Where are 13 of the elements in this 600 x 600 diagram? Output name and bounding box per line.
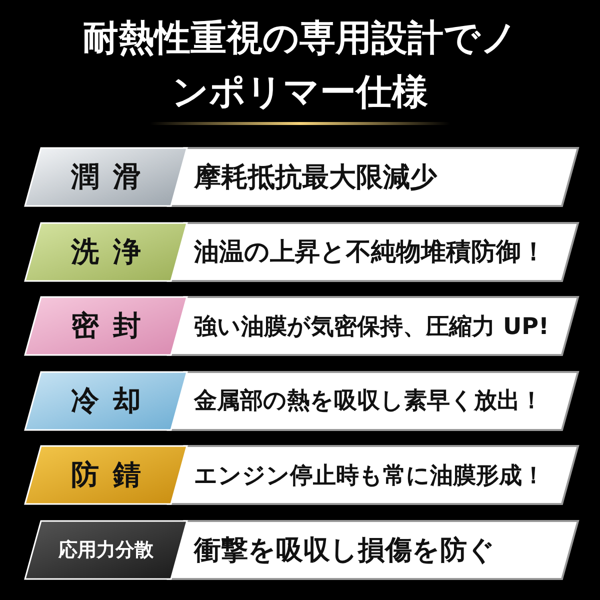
description-text: 衝撃を吸収し損傷を防ぐ <box>194 534 495 568</box>
description-text: エンジン停止時も常に油膜形成！ <box>194 462 545 490</box>
title: 耐熱性重視の専用設計でノンポリマー仕様 <box>82 17 518 115</box>
category-label: 潤滑 <box>71 159 155 195</box>
category-label: 応用力分散 <box>58 538 154 562</box>
description-text: 摩耗抵抗最大限減少 <box>194 161 437 195</box>
description-text: 強い油膜が気密保持、圧縮力 UP! <box>194 312 550 342</box>
description-text: 金属部の熱を吸収し素早く放出！ <box>194 387 543 416</box>
description-text: 油温の上昇と不純物堆積防御！ <box>194 236 546 268</box>
category-label: 防錆 <box>71 457 155 493</box>
category-label: 洗浄 <box>71 234 155 270</box>
category-label: 密封 <box>71 308 155 344</box>
category-label: 冷却 <box>71 382 155 418</box>
